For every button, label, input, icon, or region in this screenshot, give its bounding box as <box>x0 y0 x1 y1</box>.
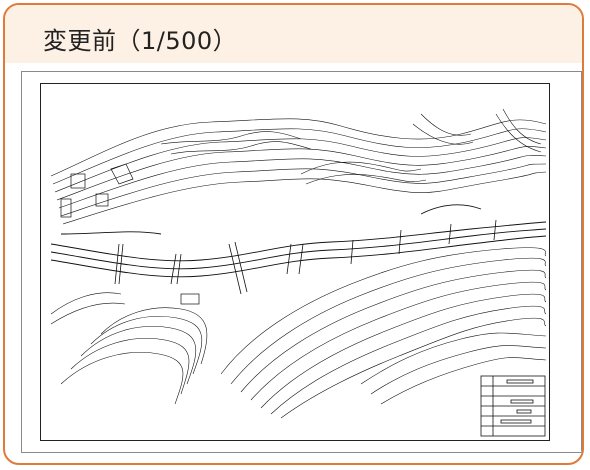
buildings <box>60 163 200 305</box>
drawing-frame <box>40 83 550 441</box>
card-header: 変更前（1/500） <box>5 5 582 63</box>
drawing-sheet <box>21 71 582 453</box>
title-block <box>480 375 546 437</box>
upper-contours <box>50 108 547 225</box>
lower-contours <box>50 247 547 419</box>
topographic-map-drawing <box>50 108 547 437</box>
card-title: 変更前（1/500） <box>43 27 238 55</box>
section-ticks <box>114 219 497 295</box>
drawing-card: 変更前（1/500） <box>3 3 584 465</box>
road-alignment <box>50 204 547 278</box>
